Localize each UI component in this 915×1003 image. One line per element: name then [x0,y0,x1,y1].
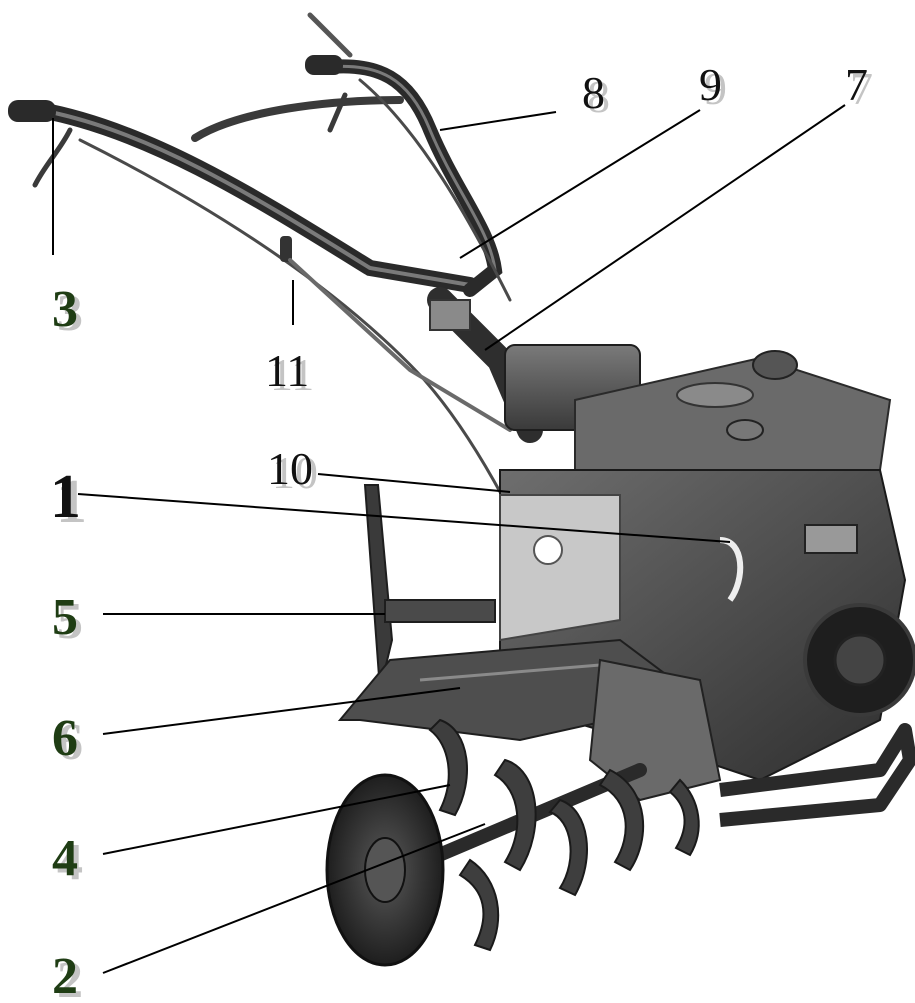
leader-line-2 [102,823,486,974]
callout-11-shadow: 11 [270,349,314,400]
callout-2-shadow: 2 [57,952,83,1003]
tine-blade [548,798,588,897]
tine-blade [458,858,500,952]
callout-1-shadow: 1 [56,468,87,536]
leader-line-6 [102,687,461,735]
callout-9: 9 [699,59,722,110]
callout-3-shadow: 3 [57,285,83,342]
leader-line-4 [102,784,451,855]
front-bumper [719,723,915,827]
callout-5-shadow: 5 [57,593,83,650]
callout-6: 6 [52,710,78,767]
muffler [499,494,621,642]
tine-blade [428,718,468,817]
tine-blade [668,778,700,857]
tine-blade [598,768,645,872]
callout-3: 3 [52,281,78,338]
callout-1: 1 [50,463,81,531]
handle-cross-bar [191,96,404,142]
callout-8-shadow: 8 [587,71,610,122]
callout-11: 11 [265,345,309,396]
tine-blade [493,758,537,872]
depth-stake [363,484,496,691]
leader-line-10 [317,473,511,493]
leader-line-7 [484,104,846,351]
top-lever [307,12,353,58]
callout-labels: 8 8 9 9 7 7 3 3 11 11 10 10 1 1 5 5 6 6 … [50,59,873,1003]
engine [499,344,915,827]
engine-badge [804,524,858,554]
callout-8: 8 [582,67,605,118]
fuel-cap [752,350,798,380]
control-cable [78,138,562,622]
callout-6-shadow: 6 [57,714,83,771]
callout-7: 7 [845,59,868,110]
callout-4-shadow: 4 [57,834,83,891]
callout-9-shadow: 9 [704,63,727,114]
leader-line-9 [459,109,701,259]
callout-4: 4 [52,830,78,887]
callout-7-shadow: 7 [850,63,873,114]
callout-2: 2 [52,948,78,1003]
callout-5: 5 [52,589,78,646]
leader-line-1 [77,493,731,543]
right-lever [327,92,348,133]
right-grip [305,55,343,75]
throttle-knob [280,236,292,262]
left-grip [8,100,56,122]
leader-lines [52,104,846,974]
handlebar-assembly [8,12,562,622]
callout-10-shadow: 10 [272,447,318,498]
leader-line-8 [439,111,557,131]
callout-10: 10 [267,443,313,494]
gearbox-and-tines [325,658,722,967]
